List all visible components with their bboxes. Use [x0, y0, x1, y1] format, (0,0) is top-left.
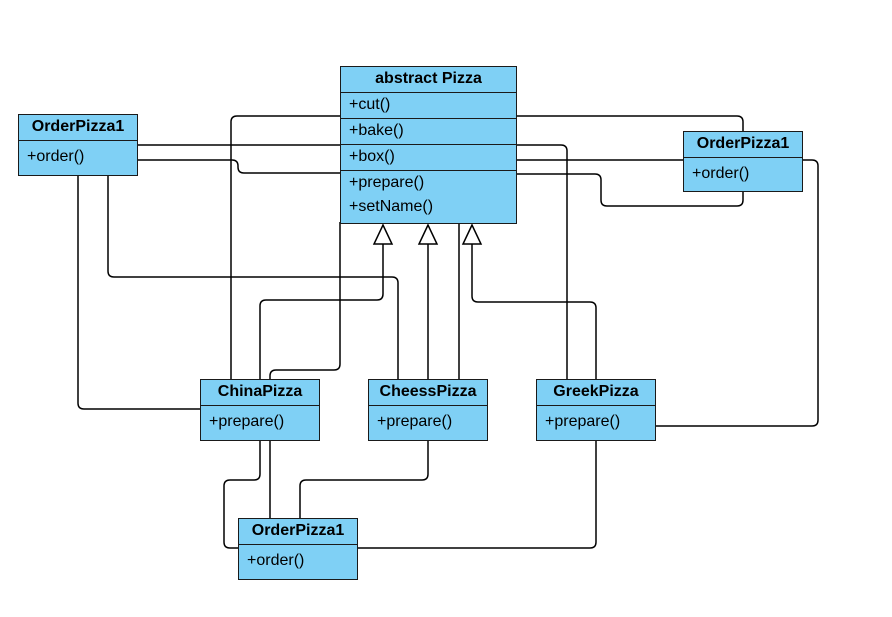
order-bottom-to-pizza-line	[269, 222, 341, 518]
order-right-to-pizza-line	[517, 173, 744, 207]
order-pizza-bottom-methods: +order()	[239, 545, 357, 578]
order-pizza-bottom-title: OrderPizza1	[239, 519, 357, 545]
inheritance-arrowhead-china	[372, 223, 394, 245]
cheese-pizza-methods: +prepare()	[369, 406, 487, 439]
order-left-to-cheese-line	[107, 176, 399, 380]
order-left-to-greek-line	[138, 144, 568, 380]
order-pizza-bottom-method: +order()	[247, 552, 305, 569]
order-left-to-china-line	[77, 176, 200, 410]
order-pizza-right-methods: +order()	[684, 158, 802, 190]
order-pizza-right-method: +order()	[692, 165, 750, 182]
order-bottom-to-greek-line	[358, 440, 597, 549]
order-pizza-right-title: OrderPizza1	[684, 132, 802, 158]
pizza-method-box-section: +box()	[341, 145, 516, 171]
cheese-pizza-method-prepare: +prepare()	[377, 413, 453, 430]
inheritance-arrowhead-cheese	[417, 223, 439, 245]
order-pizza-left-methods: +order()	[19, 141, 137, 174]
order-pizza-left-title: OrderPizza1	[19, 115, 137, 141]
china-pizza-box[interactable]: ChinaPizza +prepare()	[200, 379, 320, 441]
order-pizza-bottom-box[interactable]: OrderPizza1 +order()	[238, 518, 358, 580]
china-pizza-method-prepare: +prepare()	[209, 413, 285, 430]
pizza-method-setname: +setName()	[349, 198, 434, 215]
greek-pizza-title: GreekPizza	[537, 380, 655, 406]
greek-pizza-box[interactable]: GreekPizza +prepare()	[536, 379, 656, 441]
pizza-methods-prepare-setname-section: +prepare() +setName()	[341, 171, 516, 222]
pizza-method-cut: +cut()	[349, 96, 391, 113]
pizza-method-bake: +bake()	[349, 122, 404, 139]
order-pizza-right-box[interactable]: OrderPizza1 +order()	[683, 131, 803, 192]
inheritance-arrowhead-greek	[461, 223, 483, 245]
cheese-pizza-box[interactable]: CheessPizza +prepare()	[368, 379, 488, 441]
order-right-to-greek-line	[656, 159, 819, 427]
greek-inherits-pizza-line	[471, 244, 597, 380]
greek-pizza-method-prepare: +prepare()	[545, 413, 621, 430]
order-bottom-to-china-line	[223, 440, 261, 549]
order-bottom-to-cheese-line	[299, 440, 429, 518]
pizza-class-title: abstract Pizza	[341, 67, 516, 93]
china-pizza-methods: +prepare()	[201, 406, 319, 439]
pizza-method-cut-section: +cut()	[341, 93, 516, 119]
pizza-method-box: +box()	[349, 148, 395, 165]
greek-pizza-methods: +prepare()	[537, 406, 655, 439]
order-pizza-left-method: +order()	[27, 148, 85, 165]
order-pizza-left-box[interactable]: OrderPizza1 +order()	[18, 114, 138, 176]
pizza-class-box[interactable]: abstract Pizza +cut() +bake() +box() +pr…	[340, 66, 517, 224]
cheese-pizza-title: CheessPizza	[369, 380, 487, 406]
pizza-method-bake-section: +bake()	[341, 119, 516, 145]
china-pizza-title: ChinaPizza	[201, 380, 319, 406]
order-left-to-pizza-line	[138, 159, 340, 174]
pizza-method-prepare: +prepare()	[349, 174, 425, 191]
china-inherits-pizza-line	[259, 244, 384, 380]
